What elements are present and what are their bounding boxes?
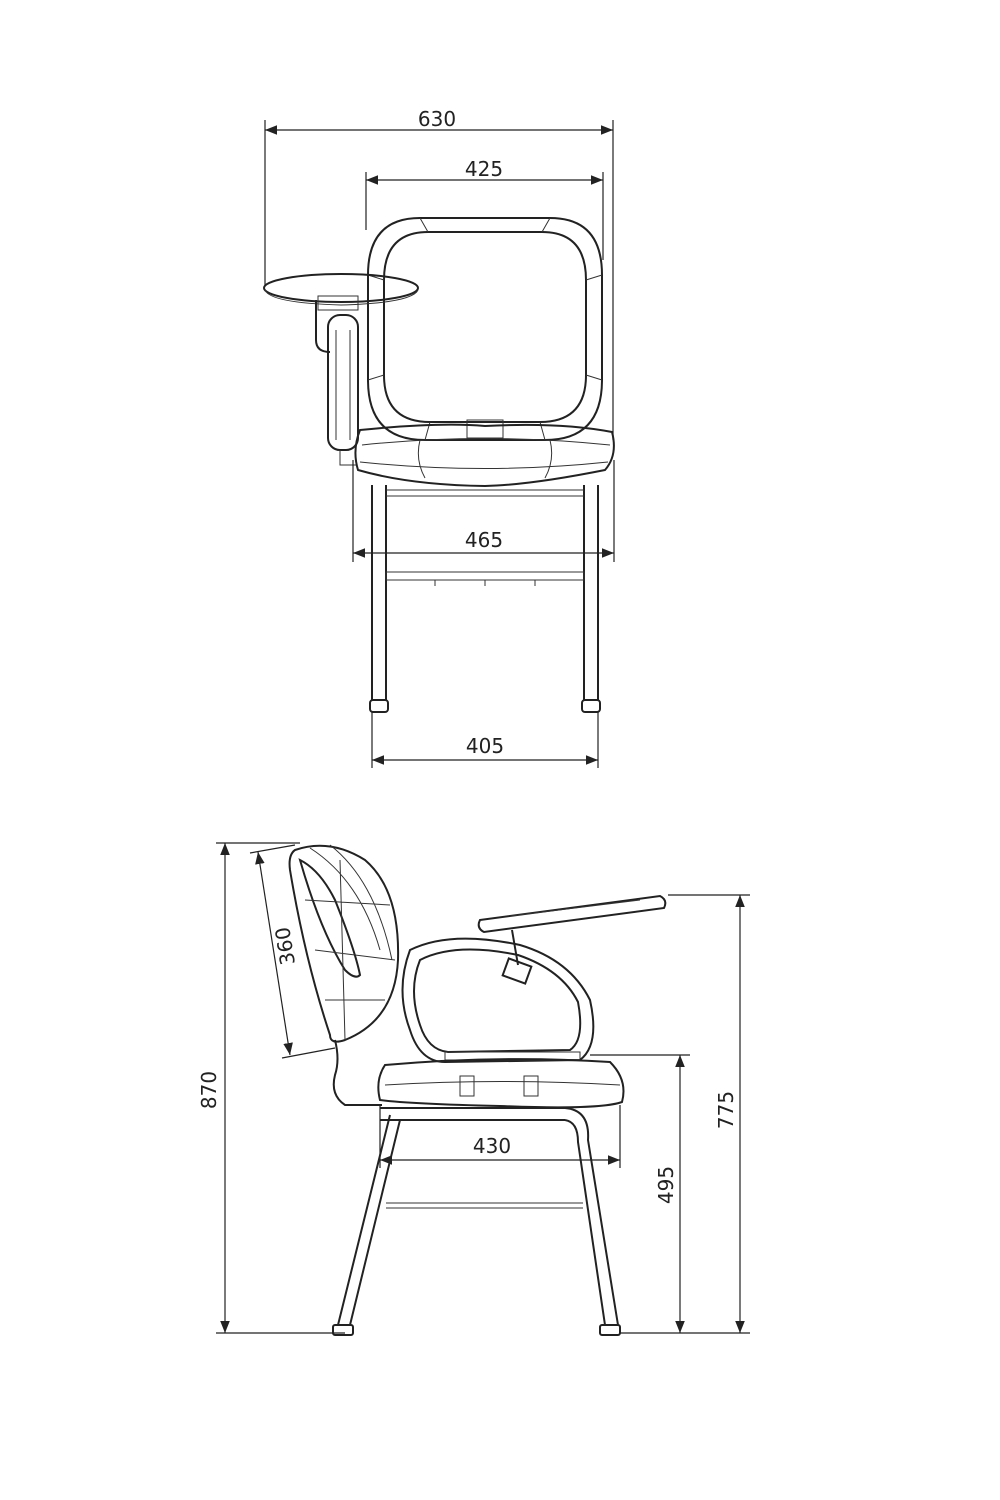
dimension-label-630: 630 [418, 107, 456, 131]
side-view: 870 360 430 495 775 [197, 842, 750, 1336]
dimension-430: 430 [379, 1105, 621, 1168]
dimension-360: 360 [249, 844, 336, 1059]
dimension-495: 495 [590, 1054, 690, 1334]
dimension-label-430: 430 [473, 1134, 511, 1158]
dimension-label-775: 775 [714, 1091, 738, 1129]
dimension-870: 870 [197, 842, 345, 1334]
front-backrest [367, 217, 603, 441]
dimension-label-405: 405 [466, 734, 504, 758]
front-frame [369, 485, 601, 713]
side-seat [377, 1058, 625, 1109]
side-frame [332, 1107, 621, 1336]
front-view: 630 425 465 405 [263, 107, 615, 768]
side-backrest [288, 844, 400, 1106]
side-tablet [477, 894, 667, 985]
dimension-405: 405 [371, 712, 599, 768]
dimension-label-425: 425 [465, 157, 503, 181]
dimension-630: 630 [264, 107, 614, 440]
front-tablet [263, 273, 419, 466]
side-armrest [401, 937, 595, 1097]
front-seat [354, 423, 615, 488]
dimension-label-870: 870 [197, 1071, 221, 1109]
dimension-label-465: 465 [465, 528, 503, 552]
dimension-465: 465 [352, 460, 615, 562]
dimension-label-360: 360 [270, 925, 300, 966]
dimension-label-495: 495 [654, 1166, 678, 1204]
dimension-425: 425 [365, 157, 604, 260]
dimension-775: 775 [668, 894, 750, 1334]
